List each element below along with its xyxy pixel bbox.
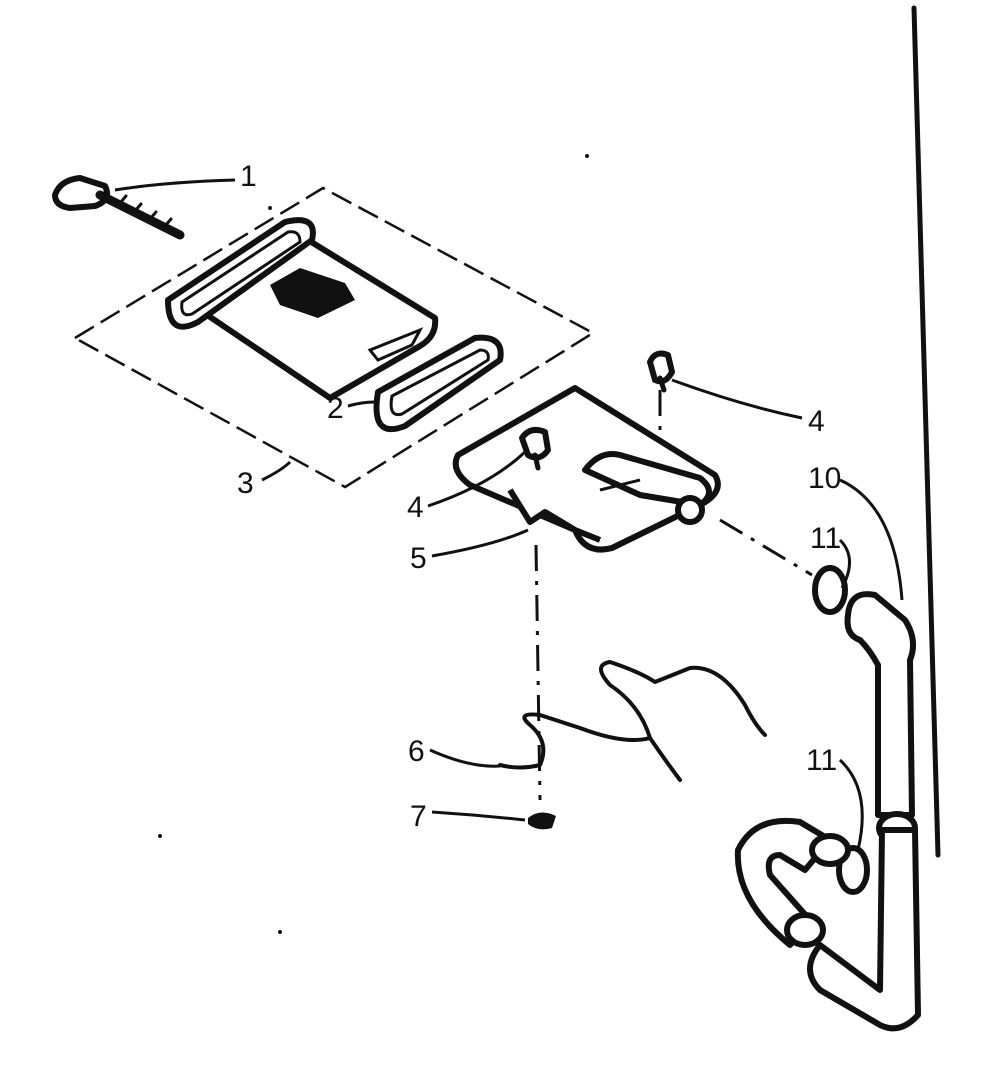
- main-housing: [452, 385, 721, 553]
- callout-label-7: 7: [410, 800, 427, 833]
- part-11-clamp-top: [812, 565, 848, 615]
- part-6-wire-hook: [648, 736, 682, 782]
- leader-5: [431, 528, 529, 558]
- callout-label-2: 2: [327, 392, 344, 425]
- leader-7: [431, 810, 526, 822]
- part-10-drain-hose: [734, 591, 921, 1032]
- alignment-line-vertical: [534, 544, 542, 801]
- callout-label-5: 5: [410, 542, 427, 575]
- leader-11-bottom: [838, 758, 864, 851]
- callout-label-6: 6: [408, 735, 425, 768]
- frame-edge-line: [911, 5, 941, 858]
- part-6-spring-wire: [498, 660, 767, 770]
- leader-1: [114, 178, 236, 192]
- leader-3: [261, 460, 292, 482]
- callout-label-4-top: 4: [808, 405, 825, 438]
- leader-4-bottom: [427, 450, 527, 508]
- leader-10: [839, 478, 904, 601]
- leader-6: [429, 748, 501, 768]
- callout-label-10: 10: [808, 462, 841, 495]
- alignment-line-right: [719, 518, 813, 577]
- speck: [585, 154, 589, 158]
- speck: [278, 930, 282, 934]
- leader-4-top: [671, 378, 803, 420]
- part-7-clip: [528, 812, 556, 830]
- speck: [268, 206, 272, 210]
- part-2-gasket: [373, 334, 504, 433]
- callout-label-11-top: 11: [810, 522, 841, 555]
- leader-11-top: [838, 538, 851, 589]
- callout-label-4-bottom: 4: [407, 491, 424, 524]
- speck: [158, 834, 162, 838]
- part-4-screw-bottom: [519, 427, 551, 471]
- filter-panel-outline: [72, 186, 596, 489]
- callout-label-3: 3: [237, 467, 254, 500]
- callout-label-11-bottom: 11: [806, 744, 837, 777]
- callout-label-1: 1: [240, 160, 257, 193]
- leader-2: [347, 400, 376, 408]
- filter-tray: [165, 217, 439, 401]
- part-4-screw-top: [647, 350, 675, 393]
- part-1-rod: [52, 175, 185, 240]
